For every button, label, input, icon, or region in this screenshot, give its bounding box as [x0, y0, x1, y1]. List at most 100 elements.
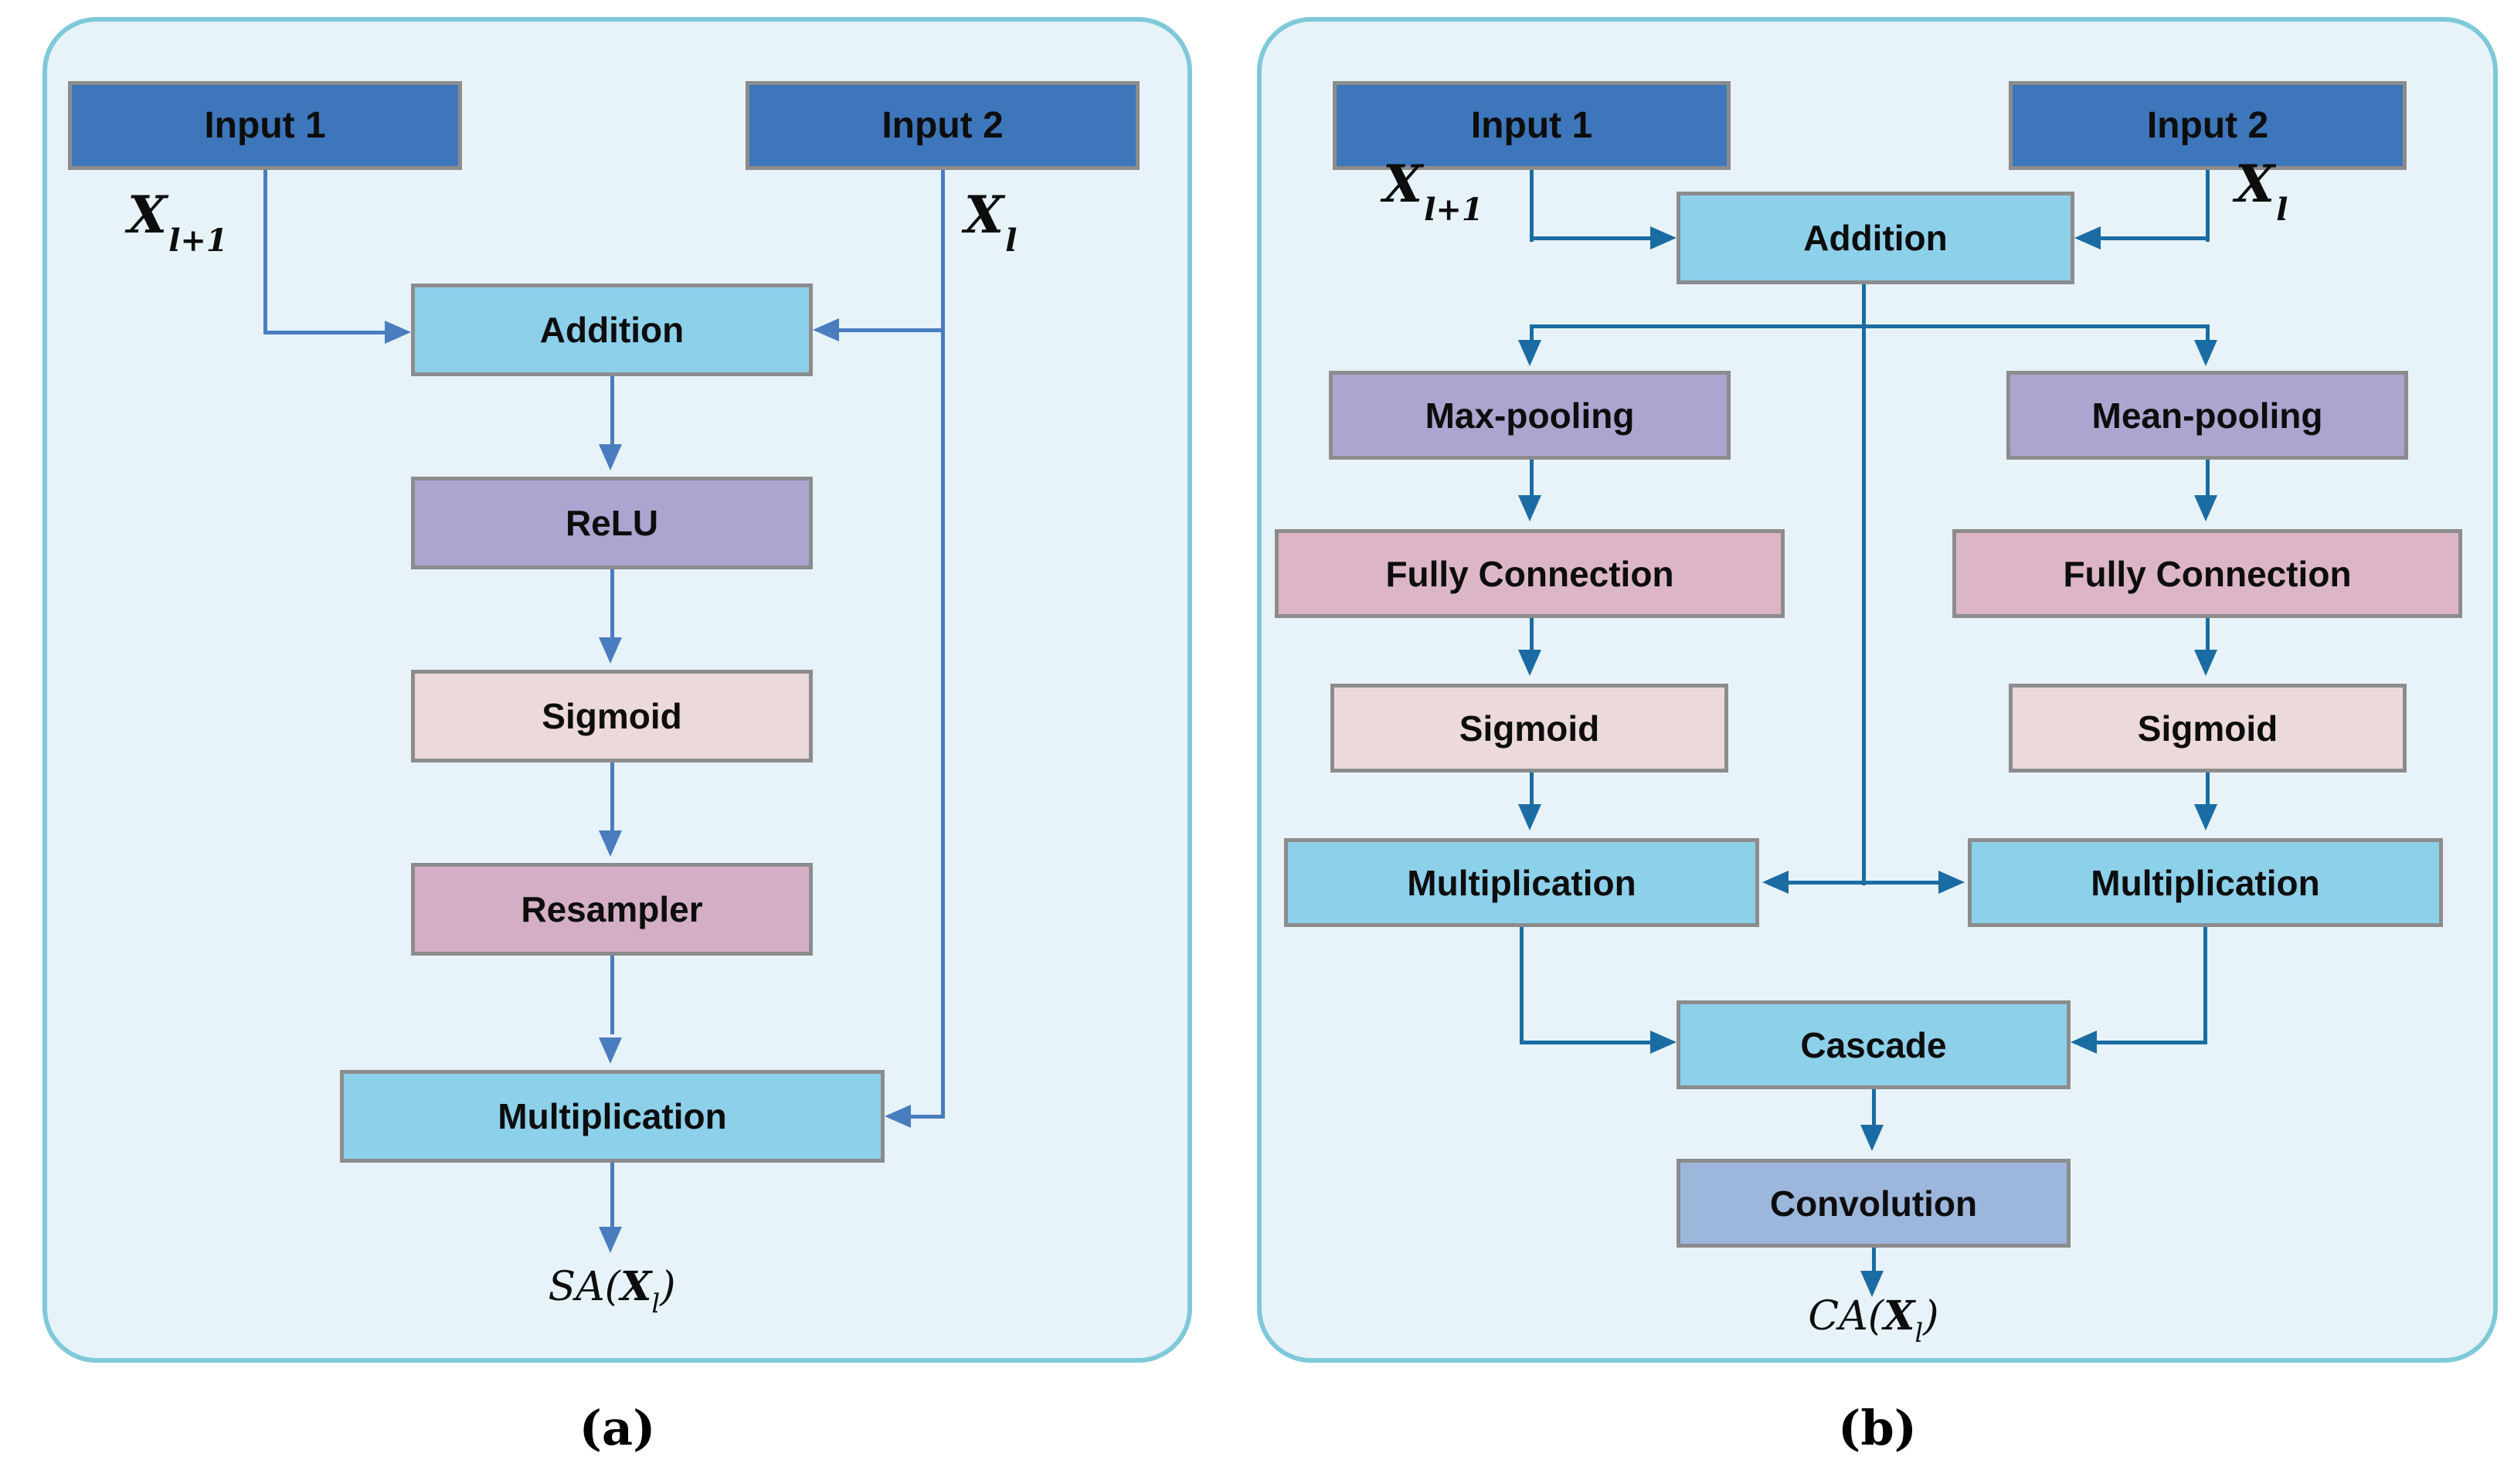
box-b-addition-label: Addition: [1803, 218, 1948, 258]
label-a-output: SA(Xl): [457, 1264, 766, 1318]
arrow-b-branch-to-max-pooling-line: [1530, 324, 1534, 341]
label-a-x-l1-sub: l+1: [168, 222, 228, 259]
arrowhead-a-into-addition-right: [813, 318, 839, 341]
arrow-a-input2-drop-line: [941, 170, 945, 1119]
box-b-input1: Input 1: [1333, 81, 1731, 170]
box-b-fully-connection-right-label: Fully Connection: [2063, 553, 2352, 594]
arrow-a-addition-to-relu-line: [610, 376, 614, 446]
box-b-sigmoid-right-label: Sigmoid: [2137, 708, 2278, 749]
box-b-addition: Addition: [1677, 192, 2074, 284]
box-a-input1: Input 1: [68, 81, 462, 170]
arrow-b-fc-to-sigmoid-right-line: [2206, 618, 2210, 651]
box-b-fully-connection-left-label: Fully Connection: [1385, 553, 1674, 594]
box-b-mean-pooling: Mean-pooling: [2006, 371, 2408, 460]
label-b-x-l-var: X: [2235, 154, 2275, 214]
arrow-a-input2-to-addition-line: [837, 328, 943, 332]
arrowhead-a-into-relu: [599, 444, 622, 470]
arrowhead-b-into-multiplication-right-top: [2194, 804, 2217, 830]
arrowhead-b-into-cascade-left: [1650, 1031, 1677, 1054]
arrowhead-b-into-fc-left: [1518, 495, 1541, 521]
arrow-b-mean-pooling-to-fc-line: [2206, 460, 2210, 497]
box-a-input1-label: Input 1: [204, 104, 326, 146]
arrowhead-b-into-fc-right: [2194, 495, 2217, 521]
box-b-input1-label: Input 1: [1470, 104, 1593, 146]
arrow-b-fc-to-sigmoid-left-line: [1530, 618, 1534, 651]
arrow-b-multiplication-left-to-cascade-line: [1520, 1041, 1652, 1044]
arrow-b-sigmoid-to-multiplication-right-line: [2206, 773, 2210, 806]
arrowhead-b-into-multiplication-right-side: [1938, 871, 1965, 894]
box-b-convolution-label: Convolution: [1769, 1183, 1978, 1224]
arrow-b-multiplication-left-drop-line: [1520, 927, 1524, 1044]
label-a-x-l: Xl: [964, 189, 1017, 256]
arrow-b-center-double-line: [1789, 881, 1940, 885]
box-b-sigmoid-left-label: Sigmoid: [1459, 708, 1600, 749]
arrow-b-input2-drop-line: [2206, 170, 2210, 242]
label-b-x-l1: Xl+1: [1383, 158, 1483, 226]
arrow-a-sigmoid-to-resampler-line: [610, 762, 614, 832]
box-b-input2-label: Input 2: [2146, 104, 2269, 146]
arrow-a-input1-drop-line: [263, 170, 267, 334]
arrowhead-b-into-sigmoid-right: [2194, 650, 2217, 676]
box-a-addition-label: Addition: [539, 310, 685, 350]
arrow-b-max-pooling-to-fc-line: [1530, 460, 1534, 497]
box-b-cascade-label: Cascade: [1800, 1024, 1947, 1065]
arrow-b-branch-line: [1530, 324, 2210, 328]
box-a-multiplication: Multiplication: [340, 1070, 885, 1163]
caption-b: (b): [1837, 1400, 1918, 1456]
arrowhead-b-into-sigmoid-left: [1518, 650, 1541, 676]
arrow-b-output-line: [1872, 1248, 1876, 1272]
box-a-sigmoid-label: Sigmoid: [542, 696, 682, 736]
box-b-fully-connection-left: Fully Connection: [1275, 529, 1785, 618]
arrow-b-branch-to-mean-pooling-line: [2206, 324, 2210, 341]
arrowhead-a-into-multiplication-top: [599, 1037, 622, 1064]
box-b-input2: Input 2: [2009, 81, 2407, 170]
box-b-max-pooling: Max-pooling: [1329, 371, 1731, 460]
label-a-output-prefix: SA(: [548, 1264, 620, 1310]
box-a-input2-label: Input 2: [882, 104, 1004, 146]
box-b-mean-pooling-label: Mean-pooling: [2091, 395, 2323, 436]
label-b-output-var: X: [1884, 1292, 1915, 1340]
label-b-output-suffix: ): [1923, 1293, 1939, 1340]
label-b-output: CA(Xl): [1719, 1296, 2028, 1347]
arrow-a-input2-to-multiplication-line: [909, 1115, 943, 1119]
label-a-x-l-sub: l: [1005, 222, 1017, 259]
box-a-addition: Addition: [411, 284, 813, 376]
label-b-output-prefix: CA(: [1808, 1293, 1884, 1340]
arrowhead-b-into-mean-pooling: [2194, 340, 2217, 366]
box-b-convolution: Convolution: [1677, 1159, 2071, 1248]
arrow-b-input1-to-addition-line: [1530, 236, 1650, 240]
arrow-b-sigmoid-to-multiplication-left-line: [1530, 773, 1534, 806]
arrow-b-input2-to-addition-line: [2101, 236, 2210, 240]
arrow-a-resampler-to-multiplication-line: [610, 956, 614, 1034]
arrow-b-addition-center-drop-line: [1862, 284, 1866, 885]
label-a-output-sub: l: [651, 1289, 661, 1319]
label-b-x-l1-var: X: [1383, 154, 1423, 214]
arrow-a-relu-to-sigmoid-line: [610, 569, 614, 639]
label-a-x-l-var: X: [964, 185, 1004, 245]
arrow-a-input1-to-addition-line: [263, 331, 385, 334]
label-a-output-suffix: ): [660, 1264, 676, 1310]
label-a-x-l1: Xl+1: [127, 189, 228, 256]
label-b-x-l-sub: l: [2276, 192, 2288, 228]
label-b-output-sub: l: [1914, 1318, 1924, 1349]
arrow-b-input1-drop-line: [1530, 170, 1534, 242]
box-a-multiplication-label: Multiplication: [498, 1096, 727, 1136]
box-b-fully-connection-right: Fully Connection: [1952, 529, 2462, 618]
label-a-x-l1-var: X: [127, 185, 168, 245]
label-b-x-l: Xl: [2235, 158, 2288, 226]
arrowhead-b-into-cascade-right: [2071, 1031, 2097, 1054]
arrow-b-multiplication-right-to-cascade-line: [2097, 1041, 2207, 1044]
box-b-multiplication-left: Multiplication: [1284, 838, 1759, 927]
box-b-multiplication-left-label: Multiplication: [1407, 862, 1636, 903]
box-b-cascade: Cascade: [1677, 1000, 2071, 1089]
box-a-relu: ReLU: [411, 477, 813, 569]
arrow-a-output-line: [610, 1163, 614, 1228]
box-b-sigmoid-left: Sigmoid: [1330, 684, 1728, 773]
box-a-relu-label: ReLU: [565, 503, 659, 543]
box-a-input2: Input 2: [746, 81, 1140, 170]
arrowhead-b-into-multiplication-left-side: [1762, 871, 1789, 894]
arrowhead-b-output: [1860, 1271, 1884, 1297]
box-b-multiplication-right-label: Multiplication: [2091, 862, 2320, 903]
arrowhead-b-into-addition-left: [1650, 226, 1677, 250]
